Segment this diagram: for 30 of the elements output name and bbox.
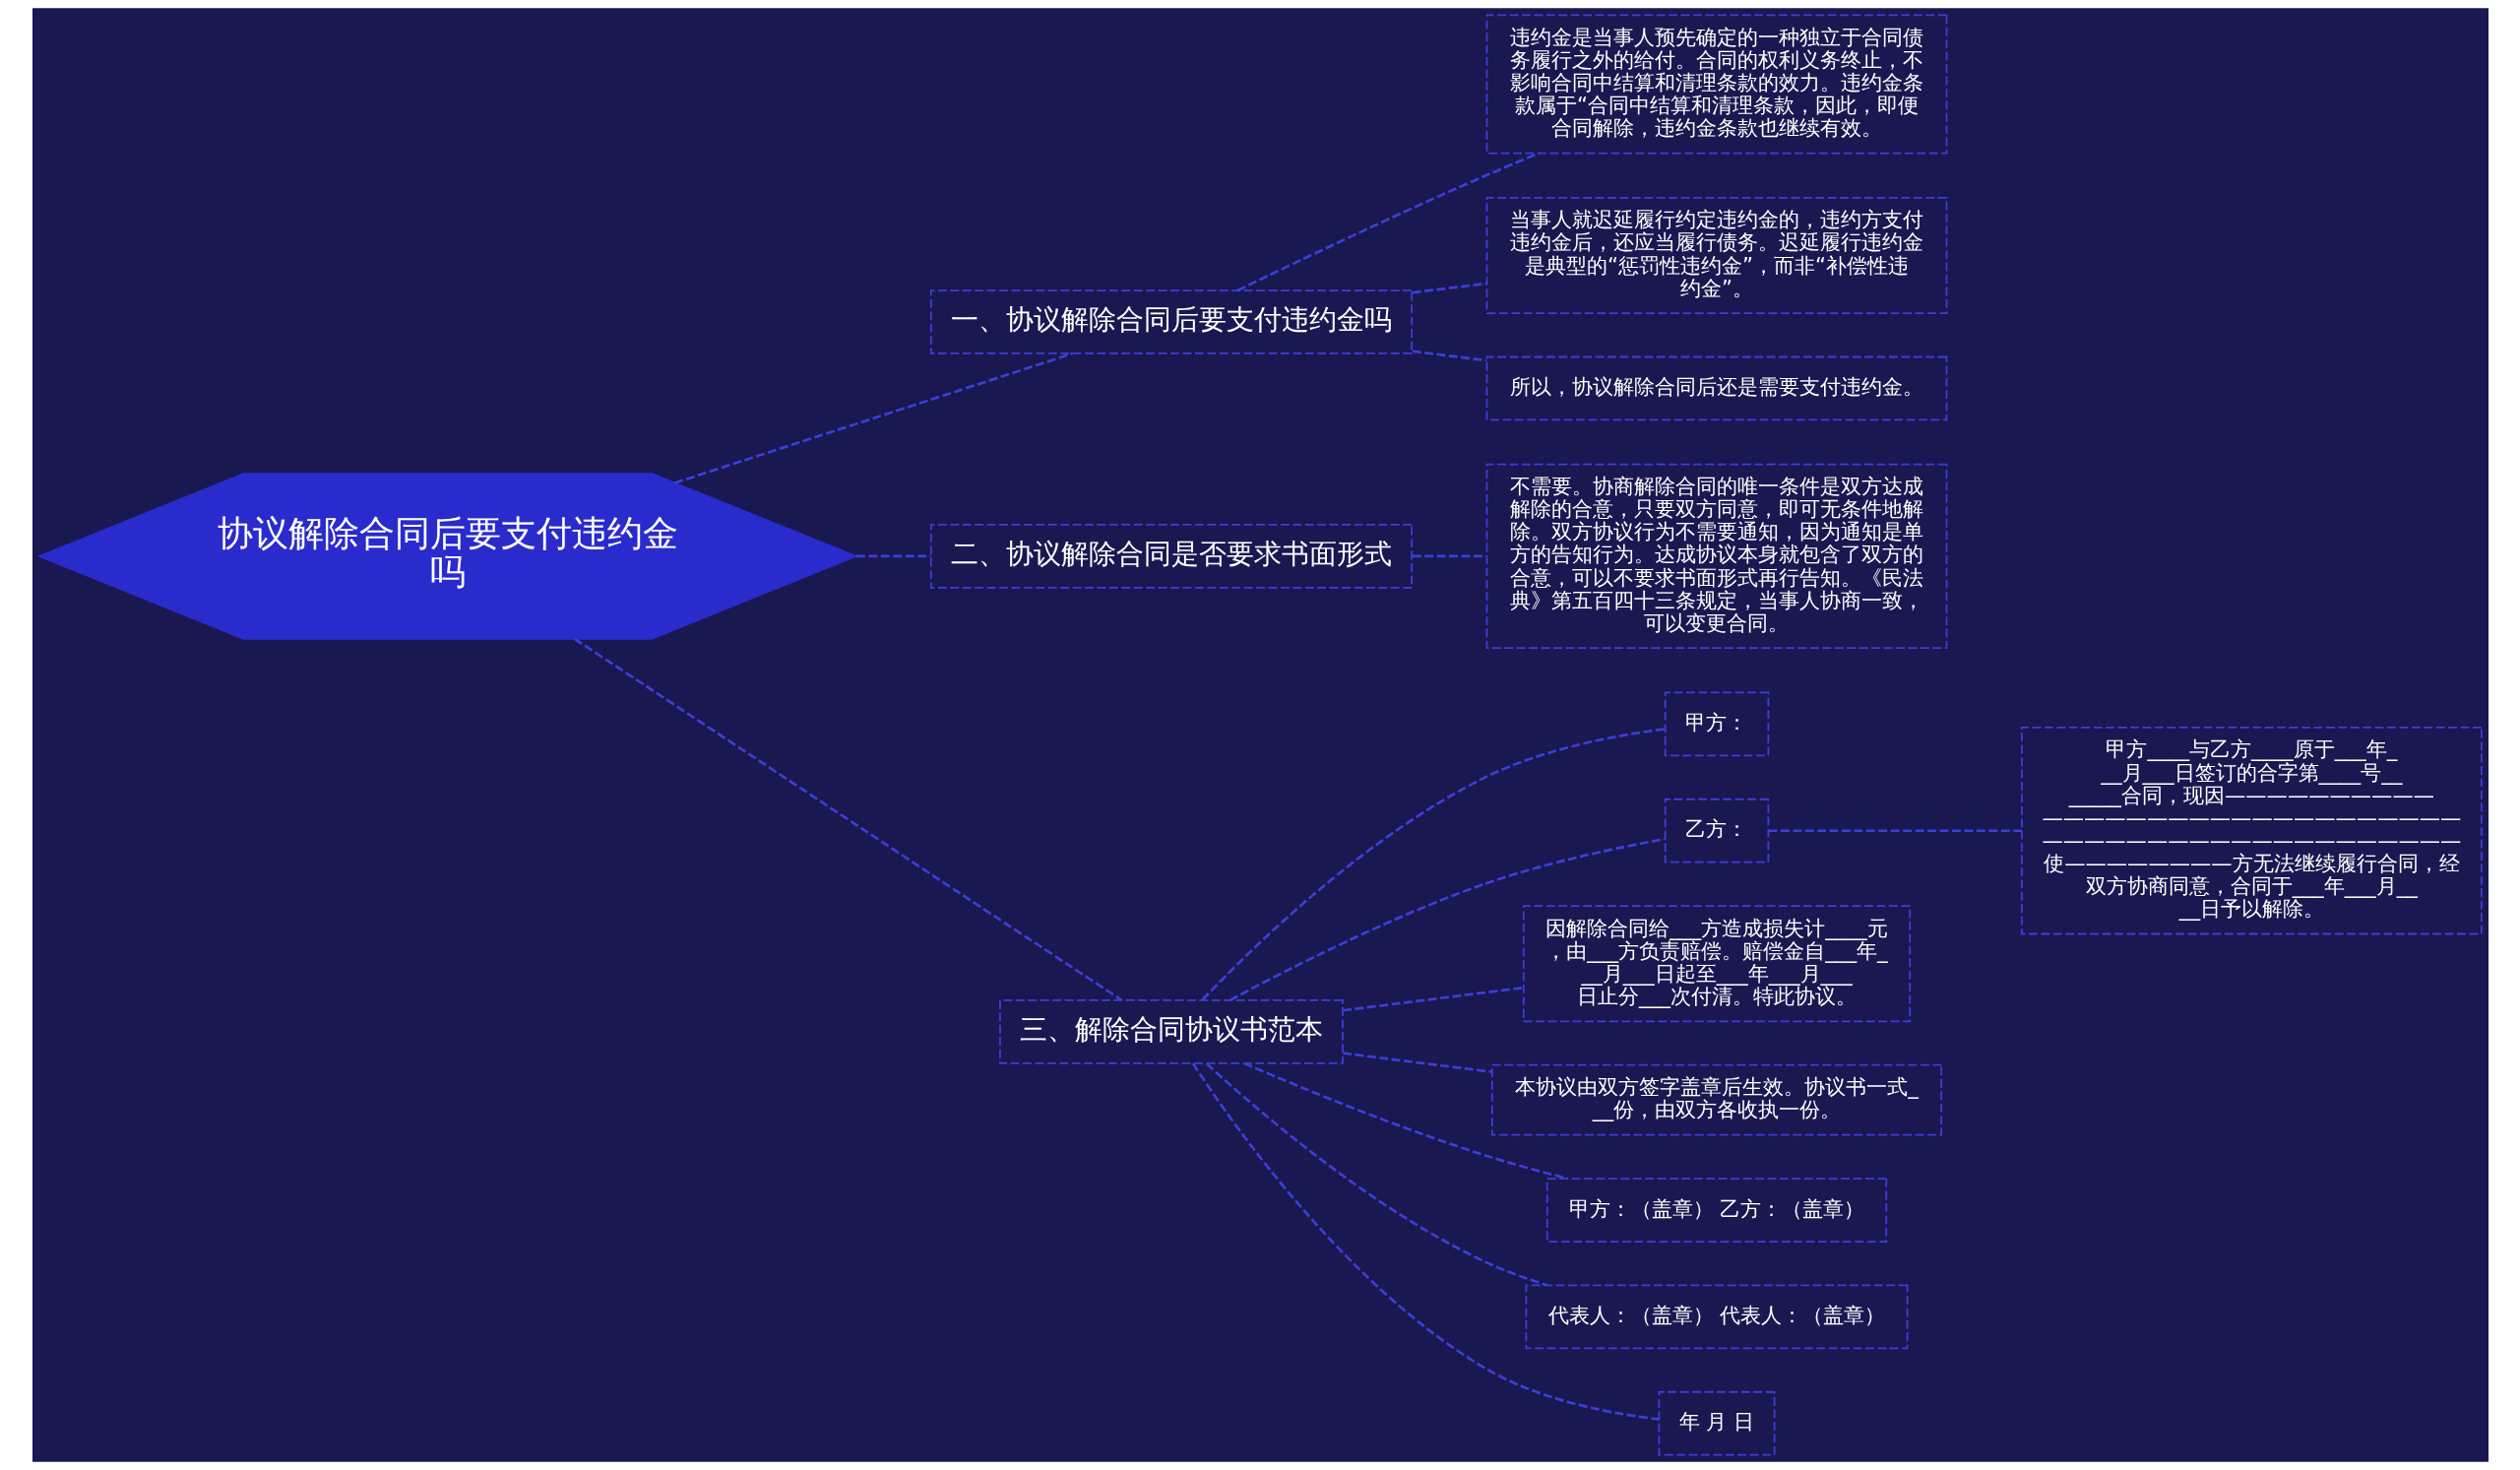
connector: [1243, 1061, 1568, 1181]
node-box: 乙方：: [1664, 798, 1769, 863]
node-box: 违约金是当事人预先确定的一种独立于合同债务履行之外的给付。合同的权利义务终止，不影响合同中结算和清理条款的效力。违约金条款属于“合同中结算和清理条款，因此，即便合同解除，违约金条款也继续有效。: [1485, 14, 1947, 155]
connector: [1191, 1062, 1659, 1421]
node-box: 三、解除合同协议书范本: [998, 999, 1344, 1064]
connector: [1201, 728, 1665, 1001]
node-box: 甲方：（盖章） 乙方：（盖章）: [1545, 1178, 1887, 1243]
connector: [1236, 152, 1539, 292]
node-box: 二、协议解除合同是否要求书面形式: [929, 524, 1413, 589]
node-box: 当事人就迟延履行约定违约金的，违约方支付违约金后，还应当履行债务。迟延履行违约金是典型的“惩罚性违约金”，而非“补偿性违约金”。: [1485, 197, 1947, 314]
connector: [1412, 282, 1486, 294]
node-box: 所以，协议解除合同后还是需要支付违约金。: [1485, 355, 1947, 421]
connector: [1412, 350, 1486, 362]
node-box: 甲方：: [1664, 691, 1769, 757]
connector: [1342, 1052, 1492, 1073]
node-box: 代表人：（盖章） 代表人：（盖章）: [1525, 1284, 1908, 1350]
node-box: 一、协议解除合同后要支付违约金吗: [929, 289, 1413, 354]
node-box: 年 月 日: [1658, 1390, 1775, 1456]
connector: [855, 554, 931, 558]
connector: [1342, 986, 1524, 1012]
connector: [1768, 829, 2022, 833]
connector: [673, 352, 1073, 484]
node-box: 因解除合同给___方造成损失计____元，由___方负责赔偿。赔偿金自___年___月___日起至___年___月___日止分___次付清。特此协议。: [1522, 905, 1911, 1023]
connector: [1205, 1062, 1547, 1287]
node-box: 甲方____与乙方____原于___年___月___日签订的合字第____号_______合同，现因——————————————————————————————————————————————————使————————方无法继续履行合同，经双方协商同意，合同于___年___月____日予以解除。: [2020, 727, 2483, 935]
connector: [573, 637, 1122, 1001]
connector: [1412, 554, 1486, 558]
connector: [1228, 837, 1665, 1002]
node-box: 本协议由双方签字盖章后生效。协议书一式___份，由双方各收执一份。: [1490, 1063, 1942, 1136]
node-box: 不需要。协商解除合同的唯一条件是双方达成解除的合意，只要双方同意，即可无条件地解除。双方协议行为不需要通知，因为通知是单方的告知行为。达成协议本身就包含了双方的合意，可以不要求书面形式再行告知。《民法典》第五百四十三条规定，当事人协商一致，可以变更合同。: [1485, 463, 1947, 650]
